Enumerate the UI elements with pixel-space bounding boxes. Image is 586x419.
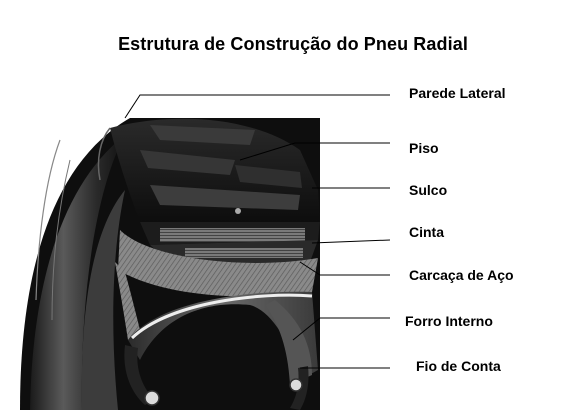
sidewall-leader [124, 94, 390, 119]
label-steel-carcass: Carcaça de Aço [409, 267, 514, 283]
label-inner-liner: Forro Interno [405, 313, 493, 329]
diagram-title: Estrutura de Construção do Pneu Radial [118, 34, 468, 54]
label-bead-wire: Fio de Conta [416, 358, 501, 374]
inner-liner-leader [292, 317, 390, 341]
belt-leader [311, 239, 391, 244]
label-tread: Piso [409, 140, 439, 156]
label-belt: Cinta [409, 224, 444, 240]
tread-shape [97, 118, 320, 222]
steel-carcass-leader [299, 261, 390, 276]
steel-carcass-shape [115, 230, 318, 340]
label-groove: Sulco [409, 182, 448, 198]
leader-lines [124, 94, 391, 369]
tread-leader [239, 142, 390, 161]
bead-wire-shape [124, 345, 309, 410]
label-sidewall: Parede Lateral [409, 85, 506, 101]
inner-liner-shape [128, 291, 318, 385]
